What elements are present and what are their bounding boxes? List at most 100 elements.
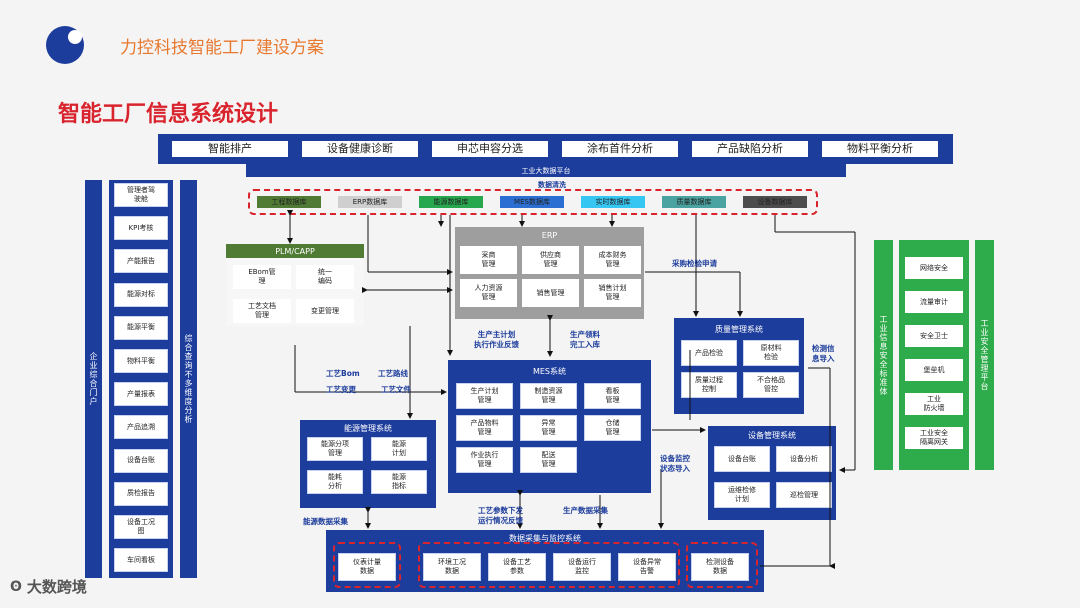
equipment-cell-3[interactable]: 巡检管理 <box>776 482 832 508</box>
equipment-cell-0[interactable]: 设备台账 <box>714 446 770 472</box>
erp-cell-2[interactable]: 成本财务 管理 <box>584 246 641 274</box>
data-clean-label: 数据清洗 <box>538 181 566 189</box>
left-item-11[interactable]: 车间看板 <box>114 548 168 573</box>
top-app-2[interactable]: 申芯申容分选 <box>431 140 549 158</box>
left-items-column <box>109 180 173 578</box>
mes-cell-2[interactable]: 看板 管理 <box>584 383 641 409</box>
left-item-5[interactable]: 物料平衡 <box>114 349 168 373</box>
security-item-2[interactable]: 安全卫士 <box>904 324 964 348</box>
energy-cell-0[interactable]: 能源分项 管理 <box>307 437 363 461</box>
plm-cell-2[interactable]: 工艺文档 管理 <box>233 299 291 323</box>
erp-cell-3[interactable]: 人力资源 管理 <box>460 279 517 307</box>
energy-cell-1[interactable]: 能源 计划 <box>371 437 427 461</box>
top-app-3[interactable]: 涂布首件分析 <box>561 140 679 158</box>
acquisition-cell-5[interactable]: 检测设备 数据 <box>691 553 749 581</box>
security-standard-column: 工业信息安全标准体 <box>874 240 893 470</box>
label-production-material: 生产领料 完工入库 <box>570 330 600 349</box>
erp-cell-5[interactable]: 销售计划 管理 <box>584 279 641 307</box>
plm-cell-3[interactable]: 变更管理 <box>296 299 354 323</box>
label-production-plan: 生产主计划 执行作业反馈 <box>474 330 519 349</box>
database-0: 工程数据库 <box>257 196 321 208</box>
energy-cell-2[interactable]: 能耗 分析 <box>307 470 363 494</box>
security-item-4[interactable]: 工业 防火墙 <box>904 392 964 416</box>
acquisition-title: 数据采集与监控系统 <box>509 534 581 543</box>
database-1: ERP数据库 <box>338 196 402 208</box>
security-item-0[interactable]: 网络安全 <box>904 256 964 280</box>
left-item-10[interactable]: 设备工况 图 <box>114 515 168 539</box>
database-5: 质量数据库 <box>662 196 726 208</box>
left-item-9[interactable]: 质检报告 <box>114 481 168 506</box>
acquisition-cell-4[interactable]: 设备异常 告警 <box>618 553 676 581</box>
erp-cell-0[interactable]: 采商 管理 <box>460 246 517 274</box>
security-mgmt-column: 工业安全管理平台 <box>975 240 994 470</box>
label-inspect-import: 检测信 息导入 <box>812 344 835 363</box>
quality-title: 质量管理系统 <box>715 325 763 334</box>
quality-cell-1[interactable]: 原材料 检验 <box>743 340 799 366</box>
acq-frame-2 <box>418 542 680 588</box>
label-purchase-inspect: 采购检验申请 <box>672 259 717 268</box>
acquisition-cell-2[interactable]: 设备工艺 参数 <box>488 553 546 581</box>
security-standard-label: 工业信息安全标准体 <box>879 314 888 396</box>
enterprise-portal-column: 企业综合门户 <box>85 180 102 578</box>
top-app-5[interactable]: 物料平衡分析 <box>821 140 939 158</box>
security-item-1[interactable]: 流量审计 <box>904 290 964 314</box>
mes-cell-4[interactable]: 异常 管理 <box>520 415 577 441</box>
plm-cell-0[interactable]: EBom管 理 <box>233 265 291 289</box>
enterprise-portal-label: 企业综合门户 <box>89 352 98 406</box>
mes-cell-5[interactable]: 仓储 管理 <box>584 415 641 441</box>
database-4: 实时数据库 <box>581 196 645 208</box>
mes-cell-1[interactable]: 制造资源 管理 <box>520 383 577 409</box>
label-process-change: 工艺变更 <box>326 385 356 394</box>
mes-cell-6[interactable]: 作业执行 管理 <box>456 447 513 473</box>
left-item-2[interactable]: 产能报告 <box>114 249 168 274</box>
acquisition-cell-3[interactable]: 设备运行 监控 <box>553 553 611 581</box>
left-item-3[interactable]: 能源对标 <box>114 282 168 307</box>
equipment-cell-2[interactable]: 运维检修 计划 <box>714 482 770 508</box>
left-item-8[interactable]: 设备台账 <box>114 448 168 473</box>
database-3: MES数据库 <box>500 196 564 208</box>
equipment-cell-1[interactable]: 设备分析 <box>776 446 832 472</box>
left-item-1[interactable]: KPI考核 <box>114 216 168 241</box>
page-title: 智能工厂信息系统设计 <box>58 102 279 127</box>
left-item-7[interactable]: 产品追溯 <box>114 415 168 440</box>
erp-title: ERP <box>541 231 558 240</box>
energy-title: 能源管理系统 <box>344 424 392 433</box>
bigdata-platform-label: 工业大数据平台 <box>521 166 571 175</box>
mes-cell-7[interactable]: 配送 管理 <box>520 447 577 473</box>
quality-panel: 质量管理系统 <box>674 318 804 414</box>
brand-watermark: ʘ 大数跨境 <box>10 576 87 597</box>
left-item-6[interactable]: 产量报表 <box>114 382 168 407</box>
label-process-route: 工艺路线 <box>378 369 408 378</box>
label-process-bom: 工艺Bom <box>326 369 360 378</box>
header-subtitle: 力控科技智能工厂建设方案 <box>120 38 324 58</box>
left-item-0[interactable]: 管理者驾 驶舱 <box>114 183 168 207</box>
top-app-4[interactable]: 产品缺陷分析 <box>691 140 809 158</box>
acq-frame-3 <box>686 542 758 588</box>
mes-cell-0[interactable]: 生产计划 管理 <box>456 383 513 409</box>
label-equip-monitor: 设备监控 状态导入 <box>660 454 690 473</box>
mes-cell-3[interactable]: 产品物料 管理 <box>456 415 513 441</box>
brand-mark-icon: ʘ <box>10 578 22 595</box>
label-process-doc: 工艺文件 <box>381 385 411 394</box>
brand-name: 大数跨境 <box>26 578 87 596</box>
top-app-0[interactable]: 智能排产 <box>171 140 289 158</box>
energy-cell-3[interactable]: 能源 指标 <box>371 470 427 494</box>
mes-title: MES系统 <box>532 367 567 376</box>
security-mgmt-label: 工业安全管理平台 <box>980 319 989 391</box>
query-analysis-label: 综合查询不多维度分析 <box>184 334 193 424</box>
database-6: 设备数据库 <box>743 196 807 208</box>
security-item-5[interactable]: 工业安全 隔离网关 <box>904 426 964 450</box>
plm-cell-1[interactable]: 统一 编码 <box>296 265 354 289</box>
top-app-1[interactable]: 设备健康诊断 <box>301 140 419 158</box>
security-item-3[interactable]: 堡垒机 <box>904 358 964 382</box>
erp-cell-4[interactable]: 销售管理 <box>522 279 579 307</box>
left-item-4[interactable]: 能源平衡 <box>114 315 168 340</box>
bigdata-platform-band: 工业大数据平台 <box>246 164 846 177</box>
quality-cell-3[interactable]: 不合格品 管控 <box>743 372 799 398</box>
label-energy-collect: 能源数据采集 <box>303 517 348 526</box>
database-2: 能源数据库 <box>419 196 483 208</box>
erp-cell-1[interactable]: 供应商 管理 <box>522 246 579 274</box>
acquisition-cell-0[interactable]: 仪表计量 数据 <box>338 553 396 581</box>
acquisition-cell-1[interactable]: 环境工况 数据 <box>423 553 481 581</box>
